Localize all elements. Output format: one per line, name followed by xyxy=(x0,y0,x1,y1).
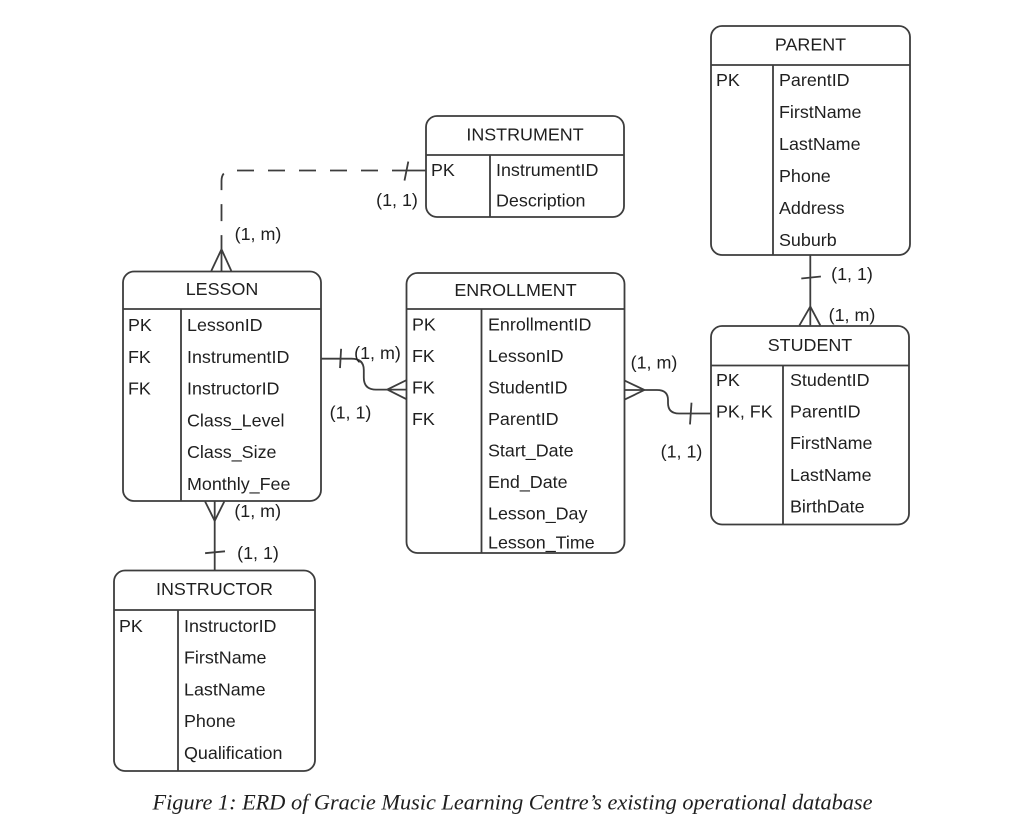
svg-text:(1, m): (1, m) xyxy=(631,352,678,372)
svg-text:INSTRUCTOR: INSTRUCTOR xyxy=(156,579,273,599)
svg-text:INSTRUMENT: INSTRUMENT xyxy=(466,125,583,145)
svg-text:BirthDate: BirthDate xyxy=(790,496,865,516)
svg-text:LastName: LastName xyxy=(790,465,872,485)
svg-text:LastName: LastName xyxy=(779,134,861,154)
svg-text:Class_Level: Class_Level xyxy=(187,410,284,431)
svg-text:(1, m): (1, m) xyxy=(234,501,281,521)
svg-text:(1, 1): (1, 1) xyxy=(237,543,279,563)
svg-text:InstrumentID: InstrumentID xyxy=(187,347,289,367)
svg-text:LessonID: LessonID xyxy=(187,315,263,335)
svg-text:FirstName: FirstName xyxy=(779,102,862,122)
svg-text:ParentID: ParentID xyxy=(790,402,861,422)
svg-text:(1, m): (1, m) xyxy=(235,224,282,244)
svg-text:Lesson_Time: Lesson_Time xyxy=(488,533,595,554)
svg-text:Monthly_Fee: Monthly_Fee xyxy=(187,474,290,495)
svg-text:PK: PK xyxy=(412,315,436,335)
svg-text:FK: FK xyxy=(412,378,435,398)
svg-text:ParentID: ParentID xyxy=(488,409,559,429)
svg-text:(1, m): (1, m) xyxy=(829,305,876,325)
svg-text:InstrumentID: InstrumentID xyxy=(496,160,598,180)
svg-text:Suburb: Suburb xyxy=(779,230,837,250)
svg-text:(1, 1): (1, 1) xyxy=(330,403,372,423)
svg-text:StudentID: StudentID xyxy=(790,370,870,390)
svg-text:FK: FK xyxy=(128,379,151,399)
svg-text:STUDENT: STUDENT xyxy=(768,335,853,355)
svg-text:ENROLLMENT: ENROLLMENT xyxy=(454,280,576,300)
svg-text:PK: PK xyxy=(431,160,455,180)
svg-text:(1, 1): (1, 1) xyxy=(661,441,703,461)
svg-text:FK: FK xyxy=(412,409,435,429)
svg-text:Phone: Phone xyxy=(184,711,236,731)
svg-text:Qualification: Qualification xyxy=(184,743,282,763)
svg-text:LESSON: LESSON xyxy=(186,279,259,299)
svg-text:EnrollmentID: EnrollmentID xyxy=(488,315,591,335)
svg-text:FK: FK xyxy=(128,347,151,367)
svg-text:StudentID: StudentID xyxy=(488,378,568,398)
svg-text:LessonID: LessonID xyxy=(488,346,564,366)
svg-text:Phone: Phone xyxy=(779,166,831,186)
svg-text:FirstName: FirstName xyxy=(184,648,267,668)
svg-text:(1, 1): (1, 1) xyxy=(376,190,418,210)
svg-text:(1, m): (1, m) xyxy=(354,343,401,363)
svg-text:PK: PK xyxy=(128,315,152,335)
svg-text:PK: PK xyxy=(716,370,740,390)
svg-text:Figure 1: ERD of Gracie Music: Figure 1: ERD of Gracie Music Learning C… xyxy=(151,790,872,815)
svg-text:Class_Size: Class_Size xyxy=(187,442,277,463)
svg-text:ParentID: ParentID xyxy=(779,70,850,90)
svg-text:Address: Address xyxy=(779,198,845,218)
svg-text:Start_Date: Start_Date xyxy=(488,441,574,462)
svg-text:InstructorID: InstructorID xyxy=(184,616,277,636)
svg-text:InstructorID: InstructorID xyxy=(187,379,280,399)
svg-text:FK: FK xyxy=(412,346,435,366)
svg-text:PK, FK: PK, FK xyxy=(716,402,773,422)
svg-text:Lesson_Day: Lesson_Day xyxy=(488,504,588,525)
svg-text:Description: Description xyxy=(496,191,586,211)
svg-text:PARENT: PARENT xyxy=(775,35,846,55)
svg-text:End_Date: End_Date xyxy=(488,472,568,493)
svg-text:FirstName: FirstName xyxy=(790,433,873,453)
svg-text:PK: PK xyxy=(119,616,143,636)
svg-text:LastName: LastName xyxy=(184,679,266,699)
svg-text:PK: PK xyxy=(716,70,740,90)
svg-text:(1, 1): (1, 1) xyxy=(831,264,873,284)
